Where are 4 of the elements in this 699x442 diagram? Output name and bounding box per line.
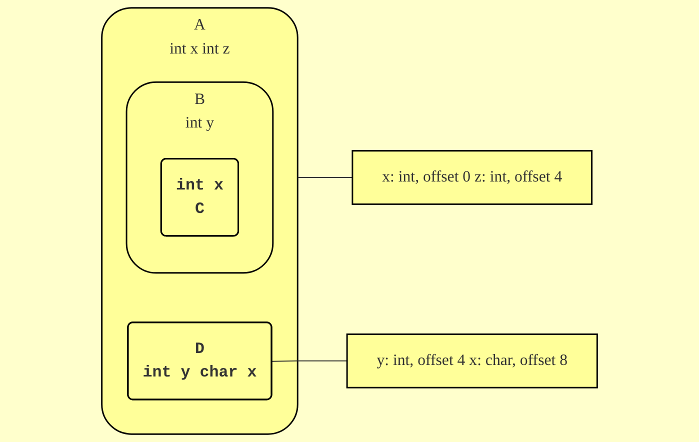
connector xyxy=(272,360,348,362)
node-box: y: int, offset 4 x: char, offset 8 xyxy=(346,333,598,388)
node-box: x: int, offset 0 z: int, offset 4 xyxy=(352,150,593,205)
connector xyxy=(297,177,353,178)
